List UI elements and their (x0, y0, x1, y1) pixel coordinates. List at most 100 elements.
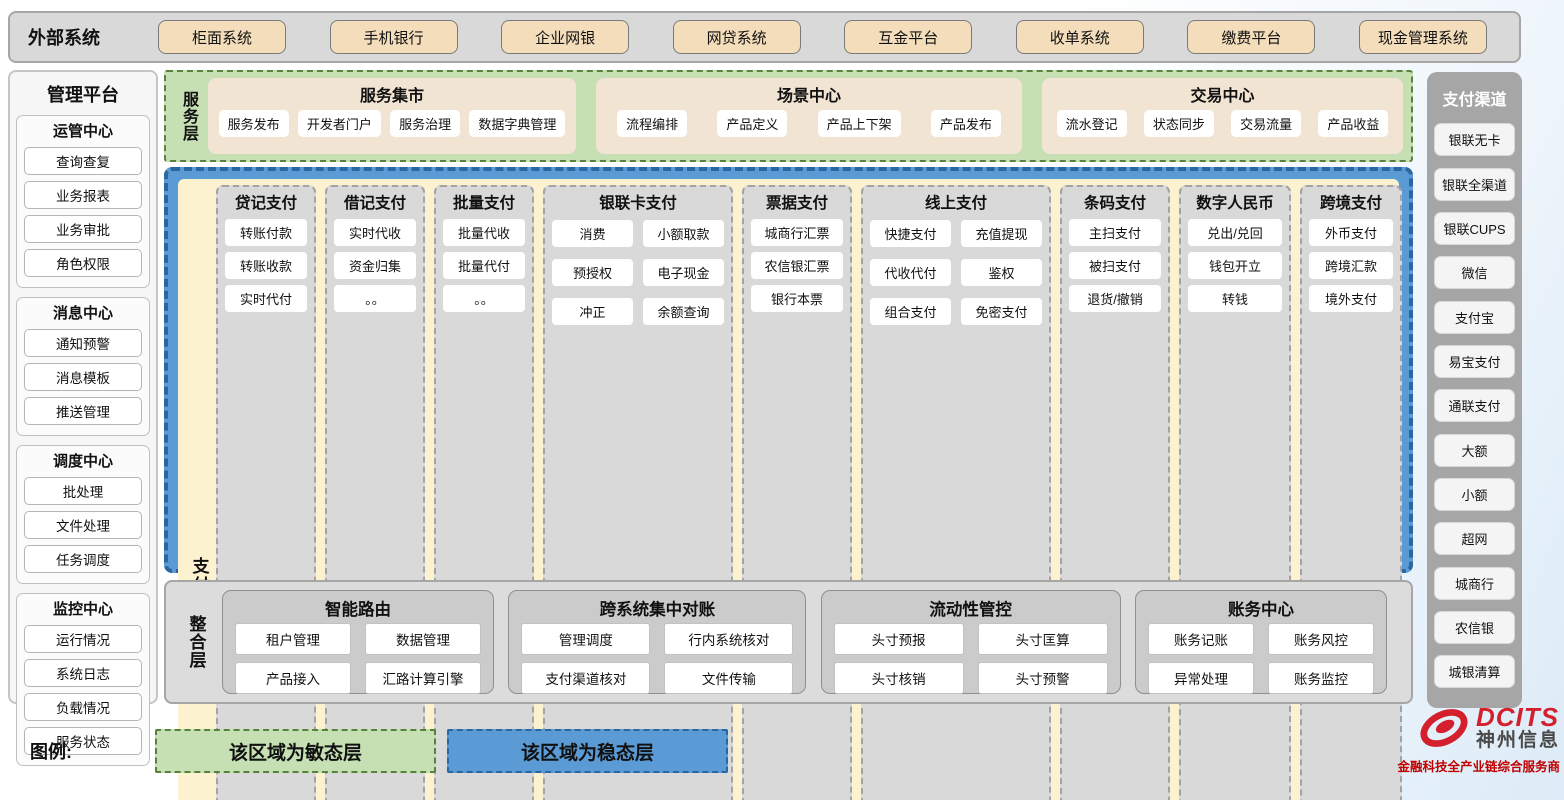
payment-item: 主扫支付 (1069, 219, 1161, 246)
integration-item: 数据管理 (365, 623, 481, 655)
management-group: 消息中心 通知预警 消息模板 推送管理 (16, 297, 150, 436)
payment-item: 组合支付 (870, 298, 951, 325)
payment-column: 条码支付 主扫支付 被扫支付 退货/撤销 (1060, 185, 1170, 800)
payment-item: 转账付款 (225, 219, 307, 246)
management-item: 通知预警 (24, 329, 142, 357)
payment-channels-title: 支付渠道 (1442, 92, 1507, 109)
service-item: 产品收益 (1318, 110, 1389, 137)
management-item: 文件处理 (24, 511, 142, 539)
payment-item: 实时代付 (225, 285, 307, 312)
external-system-box: 网贷系统 (672, 20, 801, 54)
integration-item: 账务风控 (1267, 623, 1374, 655)
payment-channel-item: 银联无卡 (1434, 123, 1515, 157)
payment-item: 批量代付 (443, 252, 525, 279)
management-item: 负载情况 (24, 693, 142, 721)
service-group-title: 服务集市 (359, 88, 424, 105)
payment-channels-panel: 支付渠道 银联无卡 银联全渠道 银联CUPS 微信 支付宝 易宝支付 通联支付 … (1427, 72, 1522, 708)
service-item: 流水登记 (1056, 110, 1127, 137)
payment-channel-item: 城商行 (1434, 566, 1515, 600)
service-group: 交易中心 流水登记 状态同步 交易流量 产品收益 (1042, 78, 1403, 154)
management-platform-panel: 管理平台 运管中心 查询查复 业务报表 业务审批 角色权限 消息中心 通知预警 … (8, 70, 158, 766)
payment-item: 鉴权 (961, 259, 1042, 286)
payment-columns: 贷记支付 转账付款 转账收款 实时代付 借记支付 实时代收 资金归集 。。 批量… (216, 185, 1402, 800)
service-item: 产品发布 (930, 110, 1001, 137)
service-group: 服务集市 服务发布 开发者门户 服务治理 数据字典管理 (208, 78, 576, 154)
management-platform-title: 管理平台 (47, 85, 119, 105)
integration-item: 文件传输 (664, 662, 794, 694)
payment-item: 。。 (443, 285, 525, 312)
payment-item: 钱包开立 (1188, 252, 1282, 279)
payment-item: 。。 (334, 285, 416, 312)
payment-item: 代收代付 (870, 259, 951, 286)
payment-item: 外币支付 (1309, 219, 1393, 246)
payment-column-title: 银联卡支付 (599, 195, 677, 212)
external-systems-boxes: 柜面系统 手机银行 企业网银 网贷系统 互金平台 收单系统 缴费平台 现金管理系… (158, 20, 1487, 54)
payment-column-title: 贷记支付 (234, 195, 297, 212)
service-item: 交易流量 (1231, 110, 1302, 137)
payment-item: 冲正 (552, 298, 633, 325)
payment-item: 预授权 (552, 259, 633, 286)
payment-item: 电子现金 (643, 259, 724, 286)
management-group-title: 运管中心 (52, 123, 113, 140)
legend-label: 图例: (30, 742, 72, 762)
service-item: 产品定义 (717, 110, 788, 137)
integration-group: 流动性管控 头寸预报 头寸匡算 头寸核销 头寸预警 (820, 590, 1121, 694)
payment-column-title: 票据支付 (765, 195, 828, 212)
dcits-logo: DCITS 神州信息 金融科技全产业链综合服务商 (1388, 703, 1560, 775)
external-systems-label: 外部系统 (28, 28, 100, 48)
integration-group: 账务中心 账务记账 账务风控 异常处理 账务监控 (1134, 590, 1387, 694)
payment-channel-item: 城银清算 (1434, 655, 1515, 689)
service-item: 产品上下架 (817, 110, 901, 137)
stable-block: 支付层 贷记支付 转账付款 转账收款 实时代付 借记支付 实时代收 资金归集 。… (164, 167, 1413, 800)
service-item: 开发者门户 (297, 110, 381, 137)
payment-column: 银联卡支付 消费 小额取款 预授权 电子现金 冲正 余额查询 (543, 185, 733, 800)
payment-item: 批量代收 (443, 219, 525, 246)
management-item: 任务调度 (24, 545, 142, 573)
integration-item: 产品接入 (235, 662, 351, 694)
payment-column: 数字人民币 兑出/兑回 钱包开立 转钱 (1179, 185, 1291, 800)
payment-item: 农信银汇票 (751, 252, 843, 279)
integration-item: 头寸预报 (833, 623, 964, 655)
payment-channel-item: 大额 (1434, 433, 1515, 467)
legend: 图例: 该区域为敏态层 该区域为稳态层 (30, 729, 728, 773)
payment-column-title: 借记支付 (343, 195, 406, 212)
management-item: 推送管理 (24, 397, 142, 425)
payment-layer-label: 支付层 (184, 185, 214, 800)
integration-item: 头寸核销 (833, 662, 964, 694)
logo-company-name: 神州信息 (1475, 730, 1560, 752)
management-item: 批处理 (24, 477, 142, 505)
payment-channel-item: 小额 (1434, 478, 1515, 512)
management-item: 查询查复 (24, 147, 142, 175)
external-systems-bar: 外部系统 柜面系统 手机银行 企业网银 网贷系统 互金平台 收单系统 缴费平台 … (8, 11, 1521, 63)
service-layer: 服务层 服务集市 服务发布 开发者门户 服务治理 数据字典管理 场景中心 流程编… (164, 70, 1413, 162)
management-group-title: 调度中心 (52, 453, 113, 470)
integration-group: 跨系统集中对账 管理调度 行内系统核对 支付渠道核对 文件传输 (508, 590, 807, 694)
management-group: 调度中心 批处理 文件处理 任务调度 (16, 445, 150, 584)
service-item: 状态同步 (1143, 110, 1214, 137)
payment-channel-item: 通联支付 (1434, 389, 1515, 423)
external-system-box: 收单系统 (1015, 20, 1144, 54)
integration-item: 头寸匡算 (977, 623, 1108, 655)
logo-brand-text: DCITS (1475, 702, 1559, 733)
management-item: 系统日志 (24, 659, 142, 687)
service-item: 流程编排 (617, 110, 688, 137)
payment-channels-list: 银联无卡 银联全渠道 银联CUPS 微信 支付宝 易宝支付 通联支付 大额 小额… (1434, 112, 1515, 700)
payment-item: 免密支付 (961, 298, 1042, 325)
payment-item: 银行本票 (751, 285, 843, 312)
external-system-box: 互金平台 (844, 20, 973, 54)
payment-column: 票据支付 城商行汇票 农信银汇票 银行本票 (742, 185, 852, 800)
external-system-box: 企业网银 (501, 20, 630, 54)
integration-layer: 整合层 智能路由 租户管理 数据管理 产品接入 汇路计算引擎 跨系统集中对账 管… (164, 580, 1413, 704)
service-groups: 服务集市 服务发布 开发者门户 服务治理 数据字典管理 场景中心 流程编排 产品… (208, 78, 1403, 154)
payment-channel-item: 银联CUPS (1434, 212, 1515, 246)
payment-item: 资金归集 (334, 252, 416, 279)
payment-item: 被扫支付 (1069, 252, 1161, 279)
integration-item: 租户管理 (235, 623, 351, 655)
payment-item: 转钱 (1188, 285, 1282, 312)
payment-column: 线上支付 快捷支付 充值提现 代收代付 鉴权 组合支付 免密支付 (861, 185, 1051, 800)
integration-groups: 智能路由 租户管理 数据管理 产品接入 汇路计算引擎 跨系统集中对账 管理调度 … (212, 590, 1397, 694)
payment-column-title: 数字人民币 (1196, 195, 1274, 212)
service-item: 服务发布 (218, 110, 289, 137)
integration-item: 管理调度 (521, 623, 651, 655)
